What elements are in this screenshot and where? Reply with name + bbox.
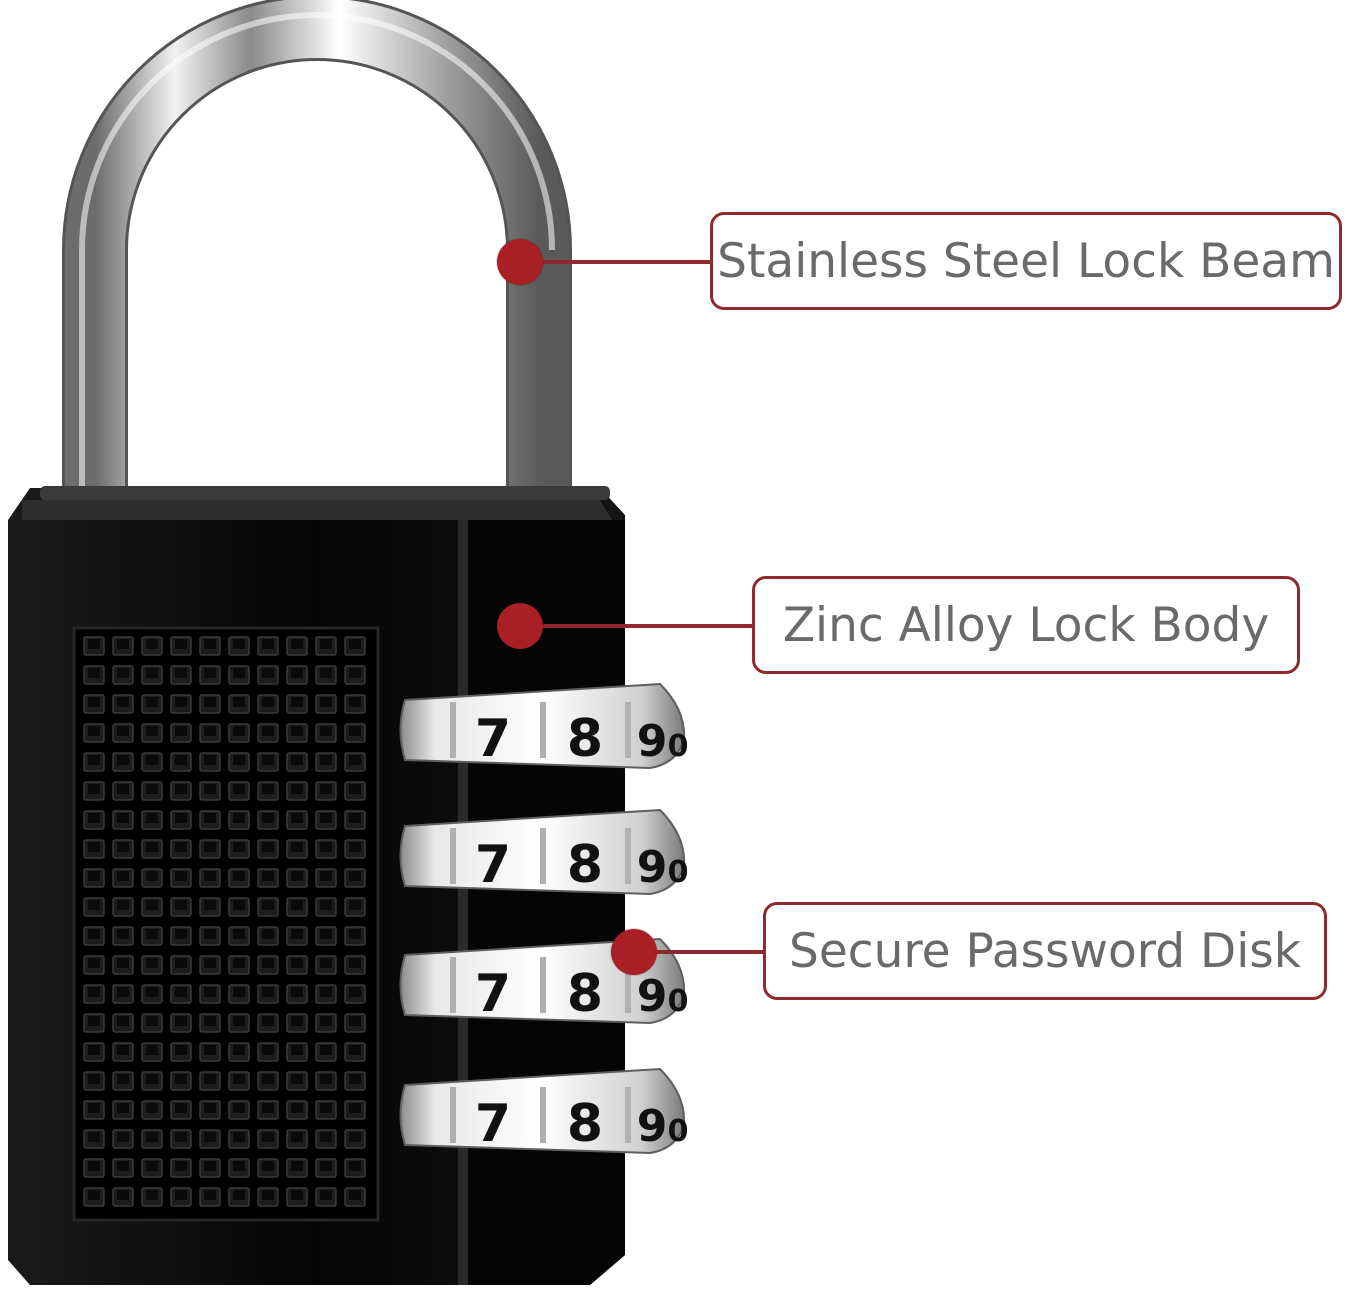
dial-digit: 8 [567, 964, 603, 1024]
disk-leader-line [636, 950, 765, 954]
dial-digit: 9 [637, 1101, 668, 1152]
dial-digit: 8 [567, 709, 603, 769]
dial-digit: 9 [637, 971, 668, 1022]
body-leader-line [522, 624, 754, 628]
dial-digit: 0 [668, 1114, 689, 1149]
dial-digit: 0 [668, 855, 689, 890]
red-dot-icon [497, 603, 543, 649]
dial-digit: 7 [475, 1094, 511, 1154]
dial-digit: 0 [668, 729, 689, 764]
callout-zinc-alloy-lock-body: Zinc Alloy Lock Body [752, 576, 1300, 674]
dial-digit: 7 [475, 835, 511, 895]
dial-digit: 7 [475, 964, 511, 1024]
dial-digit: 9 [637, 842, 668, 893]
red-dot-icon [611, 929, 657, 975]
dial-digit: 9 [637, 716, 668, 767]
dial-digit: 8 [567, 1094, 603, 1154]
dial-digit: 8 [567, 835, 603, 895]
callout-secure-password-disk: Secure Password Disk [763, 902, 1327, 1000]
shackle [61, 0, 572, 510]
dial-digit: 7 [475, 709, 511, 769]
beam-leader-line [522, 260, 712, 264]
dial-digit: 0 [668, 984, 689, 1019]
callout-stainless-steel-lock-beam: Stainless Steel Lock Beam [710, 212, 1342, 310]
red-dot-icon [497, 239, 543, 285]
